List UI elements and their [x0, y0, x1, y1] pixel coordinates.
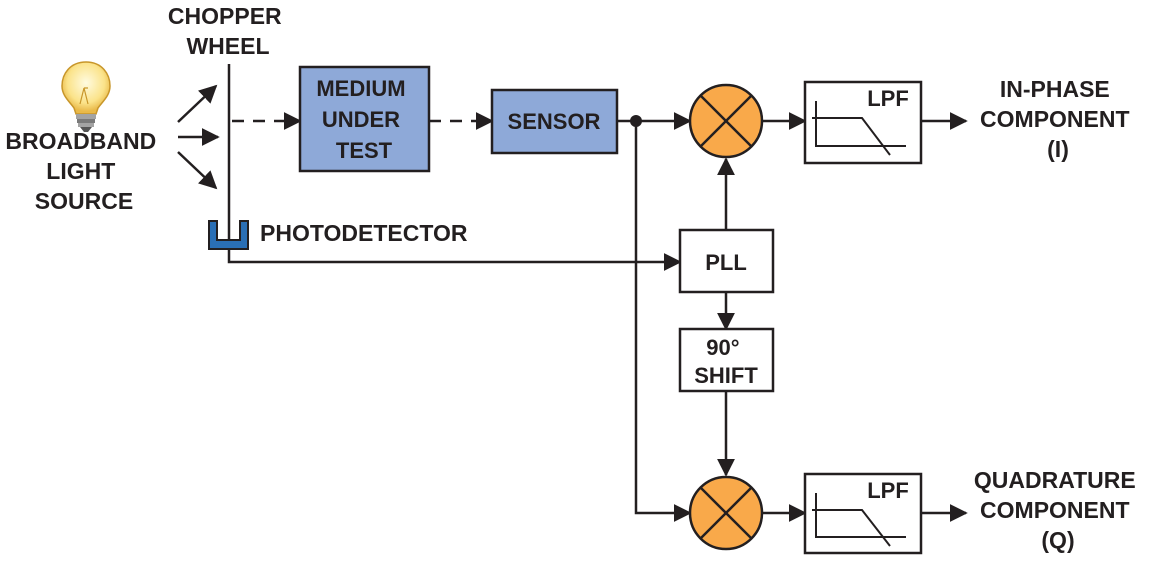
medium-under-test-label: MEDIUM UNDER TEST	[316, 76, 411, 163]
lpf-top-block	[803, 80, 923, 165]
photodetector-icon	[208, 220, 249, 250]
sensor-to-mixer-bottom	[634, 121, 692, 522]
lpf-bottom-label: LPF	[867, 478, 909, 503]
pll-label: PLL	[705, 250, 747, 275]
phase-shift-label: 90° SHIFT	[694, 335, 758, 388]
lpf-top-label: LPF	[867, 86, 909, 111]
light-source-label: BROADBAND LIGHT SOURCE	[5, 128, 162, 214]
mixer-top	[688, 83, 764, 159]
sensor-label: SENSOR	[508, 109, 601, 134]
phase-shift-block	[678, 327, 775, 393]
light-ray-upper	[177, 84, 218, 123]
light-ray-lower	[177, 151, 218, 190]
light-bulb-icon	[61, 61, 111, 132]
medium-under-test-block	[298, 65, 431, 173]
mixer-bottom	[688, 475, 764, 551]
photodetector-label: PHOTODETECTOR	[260, 220, 468, 246]
reference-to-pll	[227, 249, 682, 271]
chopper-wheel-label: CHOPPER WHEEL	[168, 3, 288, 59]
quadrature-output-label: QUADRATURE COMPONENT (Q)	[974, 467, 1142, 553]
in-phase-output-label: IN-PHASE COMPONENT (I)	[980, 76, 1136, 162]
